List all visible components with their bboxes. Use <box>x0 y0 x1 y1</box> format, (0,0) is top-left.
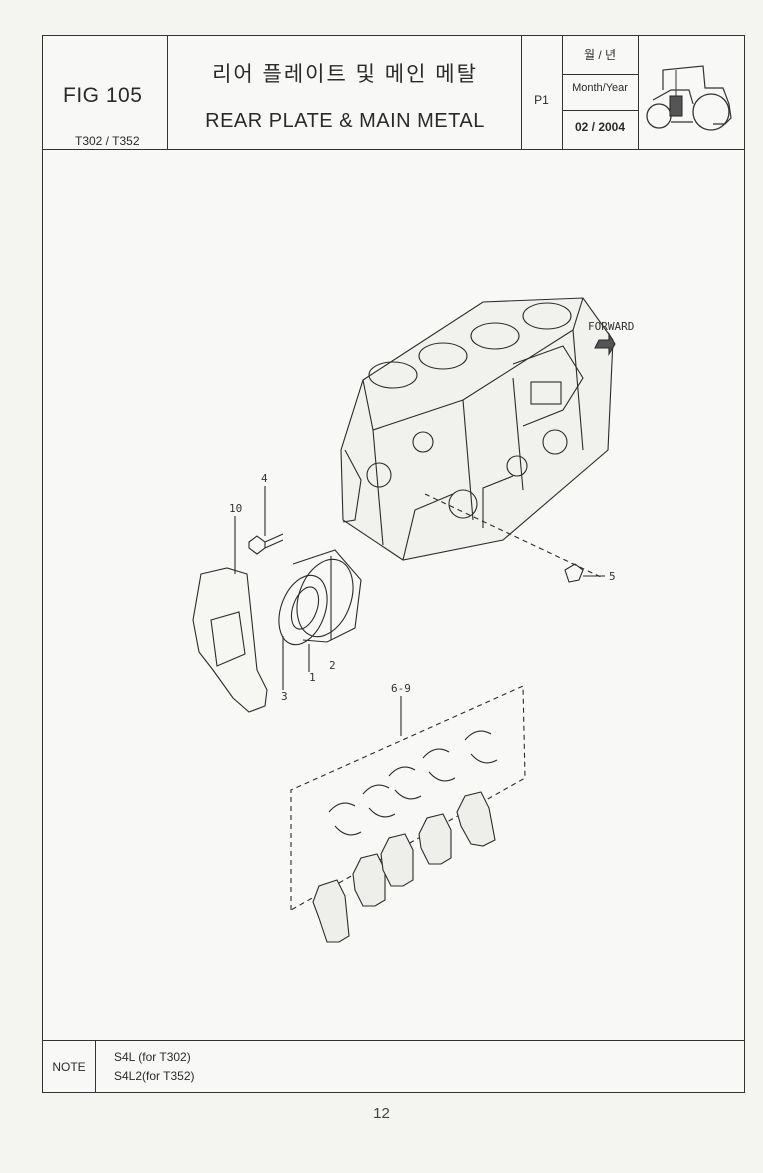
header-cell-line <box>562 110 638 111</box>
month-year-label: Month/Year <box>572 82 628 94</box>
forward-label: FORWARD <box>588 320 634 333</box>
callout-5: 5 <box>609 570 616 583</box>
callout-10: 10 <box>229 502 242 515</box>
note-label: NOTE <box>52 1060 86 1074</box>
month-year-value: 02 / 2004 <box>574 120 626 134</box>
engine-block <box>340 297 614 561</box>
parts-sheet: FIG 105 T302 / T352 리어 플레이트 및 메인 메탈 REAR… <box>42 35 745 1093</box>
header-col-line <box>638 36 639 149</box>
note-line-1: S4L (for T302) <box>114 1050 191 1064</box>
header-divider <box>43 149 744 150</box>
header-col-line <box>562 36 563 149</box>
callout-2: 2 <box>329 659 336 672</box>
figure-number: FIG 105 <box>63 84 143 107</box>
page-number: 12 <box>373 1105 390 1122</box>
callout-6-9: 6-9 <box>391 682 411 695</box>
note-col-line <box>95 1040 96 1092</box>
title-korean: 리어 플레이트 및 메인 메탈 <box>212 63 478 86</box>
callout-4: 4 <box>261 472 268 485</box>
page-code: P1 <box>534 93 549 107</box>
note-divider <box>43 1040 744 1041</box>
month-year-label-korean: 월 / 년 <box>583 48 617 62</box>
callout-3: 3 <box>281 690 288 703</box>
header-col-line <box>521 36 522 149</box>
model-codes: T302 / T352 <box>75 134 140 148</box>
header-col-line <box>167 36 168 149</box>
tractor-icon <box>646 65 732 131</box>
exploded-parts-diagram: FORWARD 1 2 3 4 5 6-9 10 <box>192 297 634 943</box>
callout-1: 1 <box>309 671 316 684</box>
title-english: REAR PLATE & MAIN METAL <box>205 110 485 132</box>
note-line-2: S4L2(for T352) <box>114 1069 195 1083</box>
header-cell-line <box>562 74 638 75</box>
